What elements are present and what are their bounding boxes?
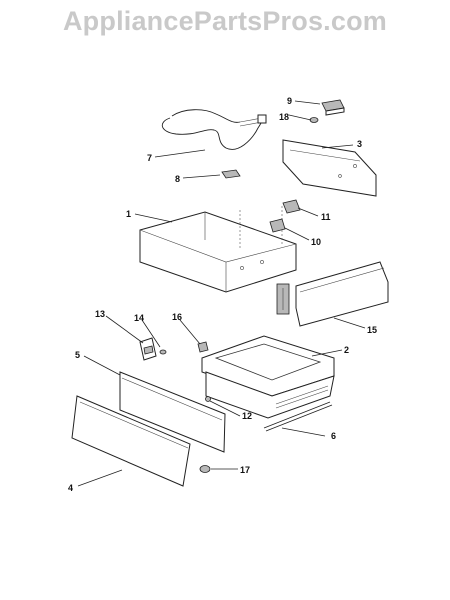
part-6-glide-rod[interactable] bbox=[263, 401, 333, 432]
part-2-drawer-pan[interactable] bbox=[201, 335, 335, 419]
callout-10: 10 bbox=[311, 237, 321, 247]
site-watermark: AppliancePartsPros.com bbox=[62, 6, 387, 36]
part-11-hinge[interactable] bbox=[282, 199, 301, 214]
part-7-bake-element[interactable] bbox=[161, 109, 267, 150]
part-4-outer-panel[interactable] bbox=[71, 395, 191, 487]
leader-lines bbox=[77, 100, 366, 487]
callout-7: 7 bbox=[147, 153, 152, 163]
callout-2: 2 bbox=[344, 345, 349, 355]
callout-3: 3 bbox=[357, 139, 362, 149]
callout-12: 12 bbox=[242, 411, 252, 421]
callout-9: 9 bbox=[287, 96, 292, 106]
part-8-bracket[interactable] bbox=[221, 169, 241, 179]
callout-4: 4 bbox=[68, 483, 73, 493]
callout-8: 8 bbox=[175, 174, 180, 184]
part-17-nut[interactable] bbox=[199, 465, 211, 473]
part-9-clip[interactable] bbox=[321, 99, 345, 116]
part-15-side-rail[interactable] bbox=[276, 261, 389, 327]
callout-6: 6 bbox=[331, 431, 336, 441]
callout-labels: 1 2 3 4 5 6 7 8 9 10 11 12 13 14 15 16 1… bbox=[68, 96, 377, 493]
part-12-screw[interactable] bbox=[205, 396, 211, 402]
callout-18: 18 bbox=[279, 112, 289, 122]
part-14-screw[interactable] bbox=[159, 349, 167, 355]
callout-5: 5 bbox=[75, 350, 80, 360]
part-16-clip[interactable] bbox=[197, 341, 209, 353]
part-18-screw[interactable] bbox=[309, 117, 319, 123]
callout-1: 1 bbox=[126, 209, 131, 219]
callout-15: 15 bbox=[367, 325, 377, 335]
callout-13: 13 bbox=[95, 309, 105, 319]
part-1-drawer-housing[interactable] bbox=[139, 206, 297, 293]
callout-14: 14 bbox=[134, 313, 144, 323]
callout-11: 11 bbox=[321, 212, 331, 222]
part-13-bracket[interactable] bbox=[139, 337, 157, 361]
callout-16: 16 bbox=[172, 312, 182, 322]
part-10-hinge[interactable] bbox=[269, 218, 286, 233]
part-3-back-panel[interactable] bbox=[282, 139, 377, 197]
callout-17: 17 bbox=[240, 465, 250, 475]
part-5-drawer-front[interactable] bbox=[119, 371, 226, 453]
